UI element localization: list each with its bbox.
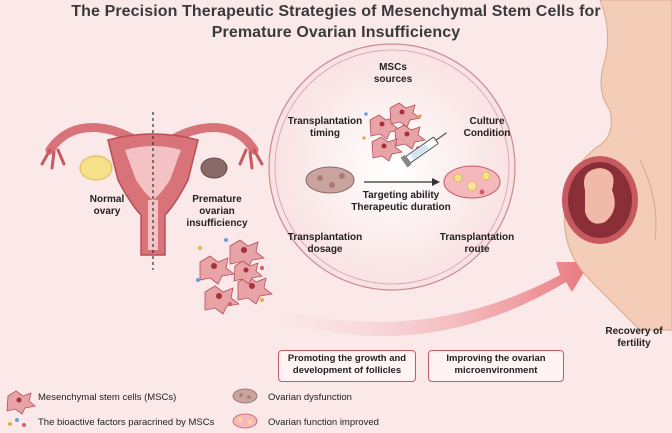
legend-factors-label: The bioactive factors paracrined by MSCs xyxy=(38,417,215,428)
poi-label: Premature ovarian insufficiency xyxy=(186,194,248,229)
figure-title-line1: The Precision Therapeutic Strategies of … xyxy=(71,3,601,20)
transplant-dosage-label: Transplantation dosage xyxy=(287,232,363,255)
legend-dysfunction-label: Ovarian dysfunction xyxy=(268,392,352,403)
strategy-circle xyxy=(268,43,516,291)
normal-ovary-label: Normal ovary xyxy=(89,194,125,217)
culture-condition-label: Culture Condition xyxy=(463,116,511,139)
figure-title-line2: Premature Ovarian Insufficiency xyxy=(211,24,461,41)
pregnant-woman-illustration xyxy=(562,0,672,331)
legend-improved-label: Ovarian function improved xyxy=(268,417,379,428)
msc-sources-label: MSCs sources xyxy=(373,62,413,85)
recovery-label: Recovery of fertility xyxy=(605,326,663,349)
targeting-duration-label: Targeting ability Therapeutic duration xyxy=(351,190,451,213)
uterus-illustration xyxy=(40,112,264,270)
msc-cluster-left xyxy=(199,239,273,315)
transplant-route-label: Transplantation route xyxy=(439,232,515,255)
microenvironment-box: Improving the ovarian microenvironment xyxy=(428,350,564,382)
legend-msc-icon xyxy=(6,390,36,415)
progress-arrow xyxy=(262,262,590,337)
msc-cluster-top xyxy=(369,102,426,162)
legend-factors-icon xyxy=(8,418,26,427)
ovary-dysfunction-icon xyxy=(305,166,355,194)
bioactive-dots-left xyxy=(196,238,264,306)
syringe-icon xyxy=(400,132,447,168)
ovary-improved-icon xyxy=(443,165,501,199)
legend-improved-icon xyxy=(232,413,258,429)
legend-msc-label: Mesenchymal stem cells (MSCs) xyxy=(38,392,177,403)
legend-dysfunction-icon xyxy=(232,388,258,404)
transplant-timing-label: Transplantation timing xyxy=(287,116,363,139)
follicle-growth-box: Promoting the growth and development of … xyxy=(278,350,416,382)
improvement-arrow xyxy=(364,178,440,186)
